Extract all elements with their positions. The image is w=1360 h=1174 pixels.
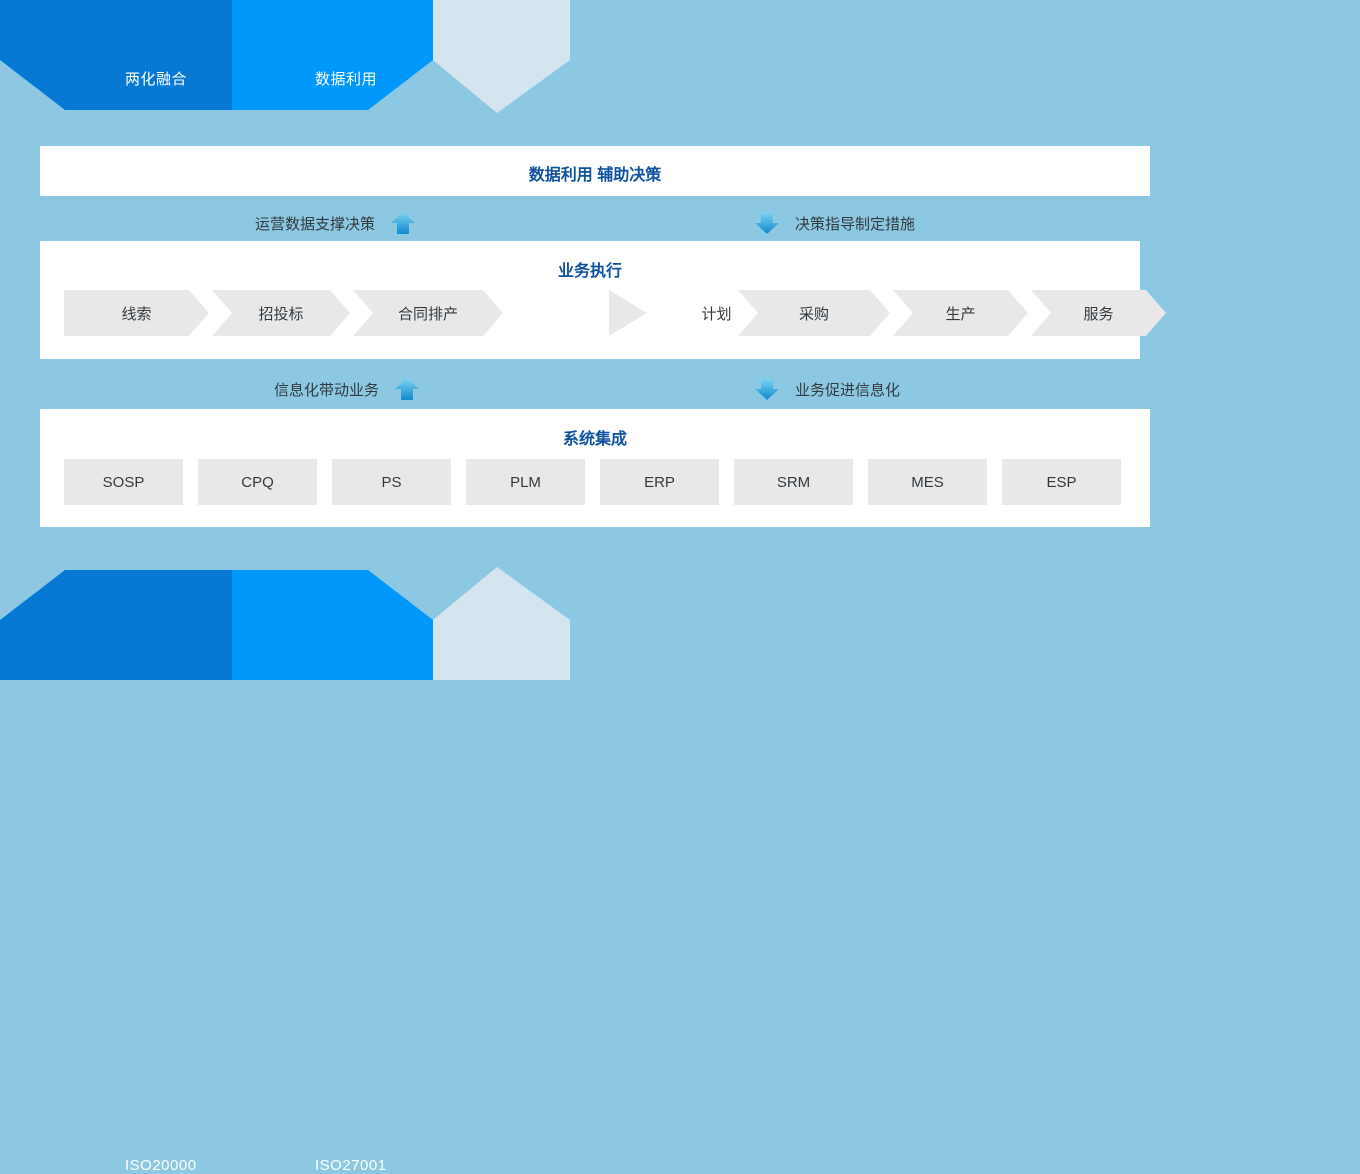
connector-1-left: 运营数据支撑决策 <box>255 210 417 236</box>
connector-1-right: 决策指导制定措施 <box>753 210 915 236</box>
system-label: CPQ <box>241 473 274 491</box>
system-box-esp[interactable]: ESP <box>1002 459 1121 505</box>
flow-step-lead[interactable]: 线索 <box>64 290 209 336</box>
flow-step-label: 生产 <box>945 305 976 323</box>
business-panel: 业务执行 线索 招投标 合同排产 计划 采购 生产 <box>40 241 1140 359</box>
flow-step-label: 招投标 <box>258 305 304 323</box>
top-banner-label-2: 数据利用 <box>315 71 378 88</box>
system-label: PS <box>381 473 402 491</box>
system-box-ps[interactable]: PS <box>332 459 451 505</box>
flow-step-label: 合同排产 <box>397 305 458 323</box>
system-label: MES <box>911 473 944 491</box>
system-box-erp[interactable]: ERP <box>600 459 719 505</box>
flow-step-bidding[interactable]: 招投标 <box>212 290 350 336</box>
arrow-up-icon <box>391 212 416 234</box>
arrow-up-icon <box>395 378 420 400</box>
flow-step-label: 采购 <box>798 305 829 323</box>
system-box-plm[interactable]: PLM <box>466 459 585 505</box>
top-banner-segment-1 <box>0 0 232 110</box>
system-label: ERP <box>644 473 675 491</box>
bottom-banner-segment-2 <box>232 570 433 680</box>
connector-row-decision: 运营数据支撑决策 <box>0 200 1360 245</box>
system-label: SOSP <box>102 473 145 491</box>
top-banner-segment-2 <box>232 0 433 110</box>
bottom-banner-label-1: ISO20000 <box>125 1157 197 1174</box>
connector-1-left-text: 运营数据支撑决策 <box>255 215 376 233</box>
systems-list: SOSP CPQ PS PLM ERP SRM MES ESP <box>64 459 1121 505</box>
flow-step-procurement[interactable]: 采购 <box>738 290 890 336</box>
flow-connector-head <box>609 290 647 336</box>
system-box-sosp[interactable]: SOSP <box>64 459 183 505</box>
system-box-srm[interactable]: SRM <box>734 459 853 505</box>
connector-2-right: 业务促进信息化 <box>753 376 900 402</box>
top-banner-label-1: 两化融合 <box>125 71 188 88</box>
system-label: SRM <box>776 473 811 491</box>
top-banner-segment-3 <box>433 0 570 113</box>
systems-panel-title: 系统集成 <box>562 431 627 448</box>
system-label: PLM <box>510 473 541 491</box>
connector-row-systems: 信息化带动业务 <box>0 368 1360 413</box>
bottom-banner-shapes <box>0 567 570 680</box>
top-banner-shapes <box>0 0 570 113</box>
system-label: ESP <box>1046 473 1077 491</box>
system-box-cpq[interactable]: CPQ <box>198 459 317 505</box>
system-box-mes[interactable]: MES <box>868 459 987 505</box>
arrow-down-icon <box>755 378 779 400</box>
top-banner: 两化融合 数据利用 <box>0 0 570 115</box>
connector-2-left: 信息化带动业务 <box>274 376 421 402</box>
flow-step-production[interactable]: 生产 <box>893 290 1028 336</box>
bottom-banner-segment-3 <box>433 567 570 680</box>
bottom-banner: ISO20000 ISO27001 <box>0 565 570 1174</box>
bottom-banner-segment-1 <box>0 570 232 680</box>
flow-step-label: 计划 <box>701 305 732 323</box>
decision-panel-title: 数据利用 辅助决策 <box>528 167 662 184</box>
flow-step-label: 服务 <box>1083 305 1114 323</box>
bottom-banner-label-2: ISO27001 <box>315 1157 387 1174</box>
business-panel-title: 业务执行 <box>557 263 622 280</box>
flow-step-service[interactable]: 服务 <box>1031 290 1166 336</box>
systems-panel: 系统集成 SOSP CPQ PS PLM ERP SRM MES ESP <box>40 409 1150 527</box>
arrow-down-icon <box>755 212 779 234</box>
connector-2-left-text: 信息化带动业务 <box>274 381 380 399</box>
decision-panel: 数据利用 辅助决策 <box>40 146 1150 196</box>
flow-step-label: 线索 <box>121 305 152 323</box>
flow-step-contract[interactable]: 合同排产 <box>353 290 503 336</box>
flow-step-plan[interactable]: 计划 <box>664 290 769 336</box>
connector-2-right-text: 业务促进信息化 <box>795 381 901 399</box>
connector-1-right-text: 决策指导制定措施 <box>795 215 916 233</box>
